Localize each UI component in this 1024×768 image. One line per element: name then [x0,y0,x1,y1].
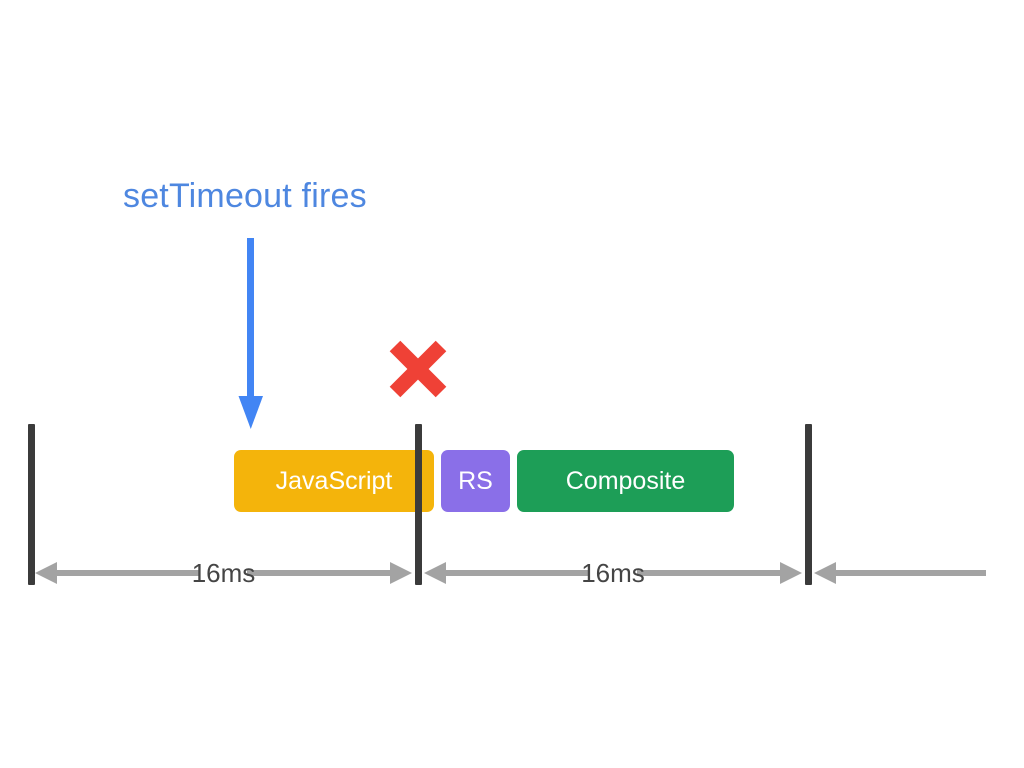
interval-measure-2-label: 16 [814,556,1024,590]
interval-measure-2: 16 [814,556,1024,590]
frame-boundary-2 [805,424,812,585]
interval-measure-0-label: 16ms [191,558,256,588]
missed-frame-x-icon [382,333,454,405]
interval-measure-1-label: 16ms [581,558,645,588]
frame-boundary-1 [415,424,422,585]
interval-measure-0: 16ms [35,556,412,590]
task-bar-javascript[interactable]: JavaScript [234,450,434,512]
frame-boundary-0 [28,424,35,585]
task-bar-rs[interactable]: RS [441,450,510,512]
task-bar-javascript-label: JavaScript [275,466,393,495]
task-bar-composite[interactable]: Composite [517,450,734,512]
task-bar-rs-label: RS [458,466,493,495]
down-arrow-icon [236,238,266,430]
task-bar-composite-label: Composite [565,466,686,495]
settimeout-annotation-label: setTimeout fires [123,177,367,215]
interval-measure-1: 16ms [424,556,802,590]
